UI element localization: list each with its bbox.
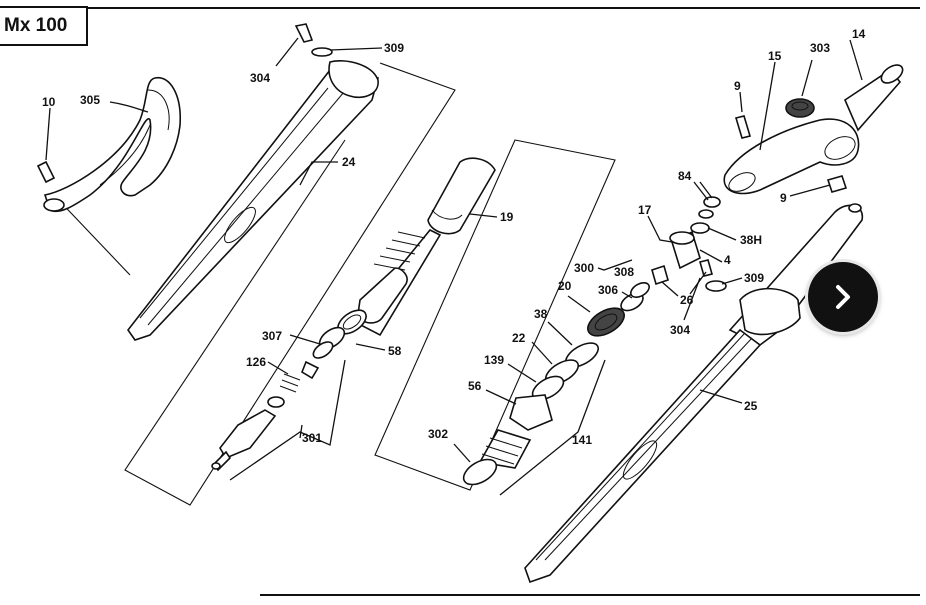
bolt-9b <box>826 175 848 193</box>
callout-303: 303 <box>810 41 830 55</box>
callout-9-right: 9 <box>780 191 787 205</box>
callout-10: 10 <box>42 95 56 109</box>
ring-58 <box>318 309 367 350</box>
fork-leg-24 <box>127 60 380 341</box>
spring-assembly <box>353 228 442 337</box>
callout-304-right: 304 <box>670 323 690 337</box>
callout-300: 300 <box>574 261 594 275</box>
callout-56: 56 <box>468 379 482 393</box>
crown-15 <box>723 118 860 195</box>
cap-17 <box>669 230 701 270</box>
model-title: Mx 100 <box>0 6 88 46</box>
callout-26: 26 <box>680 293 694 307</box>
bolt-26 <box>651 264 669 286</box>
callout-304: 304 <box>250 71 270 85</box>
callout-307: 307 <box>262 329 282 343</box>
seal-20 <box>587 307 625 337</box>
chevron-right-icon <box>836 285 850 309</box>
next-page-button[interactable] <box>808 262 878 332</box>
callout-20: 20 <box>558 279 572 293</box>
callout-38: 38 <box>534 307 548 321</box>
washer-309b <box>705 280 727 292</box>
callout-309: 309 <box>384 41 404 55</box>
bolt-10 <box>36 160 56 184</box>
bolt-304a <box>294 23 333 57</box>
callout-306: 306 <box>598 283 618 297</box>
callout-25: 25 <box>744 399 758 413</box>
callout-24: 24 <box>342 155 356 169</box>
callout-19: 19 <box>500 210 514 224</box>
brake-arch-305 <box>43 77 181 213</box>
callout-58: 58 <box>388 344 402 358</box>
callout-308: 308 <box>614 265 634 279</box>
callout-141: 141 <box>572 433 592 447</box>
bushing-303 <box>785 98 815 118</box>
ring-38h <box>690 222 710 234</box>
callout-9-top: 9 <box>734 79 741 93</box>
callout-305: 305 <box>80 93 100 107</box>
callout-14: 14 <box>852 27 866 41</box>
callout-4: 4 <box>724 253 731 267</box>
callout-139: 139 <box>484 353 504 367</box>
bolt-304b <box>699 259 713 277</box>
steerer-tube-14 <box>844 64 904 132</box>
callout-309-right: 309 <box>744 271 764 285</box>
valve-126 <box>267 360 320 408</box>
ring-302 <box>462 458 498 486</box>
callout-labels: 10 305 304 309 24 19 307 58 126 301 300 … <box>42 27 866 447</box>
leader-lines <box>45 37 863 496</box>
callout-17: 17 <box>638 203 652 217</box>
spring-lower <box>478 429 532 469</box>
rod-301 <box>211 409 277 472</box>
fork-leg-25 <box>524 203 864 584</box>
ring-308 <box>630 281 650 299</box>
callout-22: 22 <box>512 331 526 345</box>
tube-19 <box>427 157 496 235</box>
bolt-9a <box>734 115 752 139</box>
callout-38h: 38H <box>740 233 762 247</box>
ring-84 <box>698 196 721 219</box>
callout-126: 126 <box>246 355 266 369</box>
nut-56 <box>509 394 553 431</box>
callout-302: 302 <box>428 427 448 441</box>
callout-15: 15 <box>768 49 782 63</box>
ring-307 <box>312 341 334 359</box>
callout-301: 301 <box>302 431 322 445</box>
group-outline-middle <box>374 139 616 491</box>
callout-84: 84 <box>678 169 692 183</box>
